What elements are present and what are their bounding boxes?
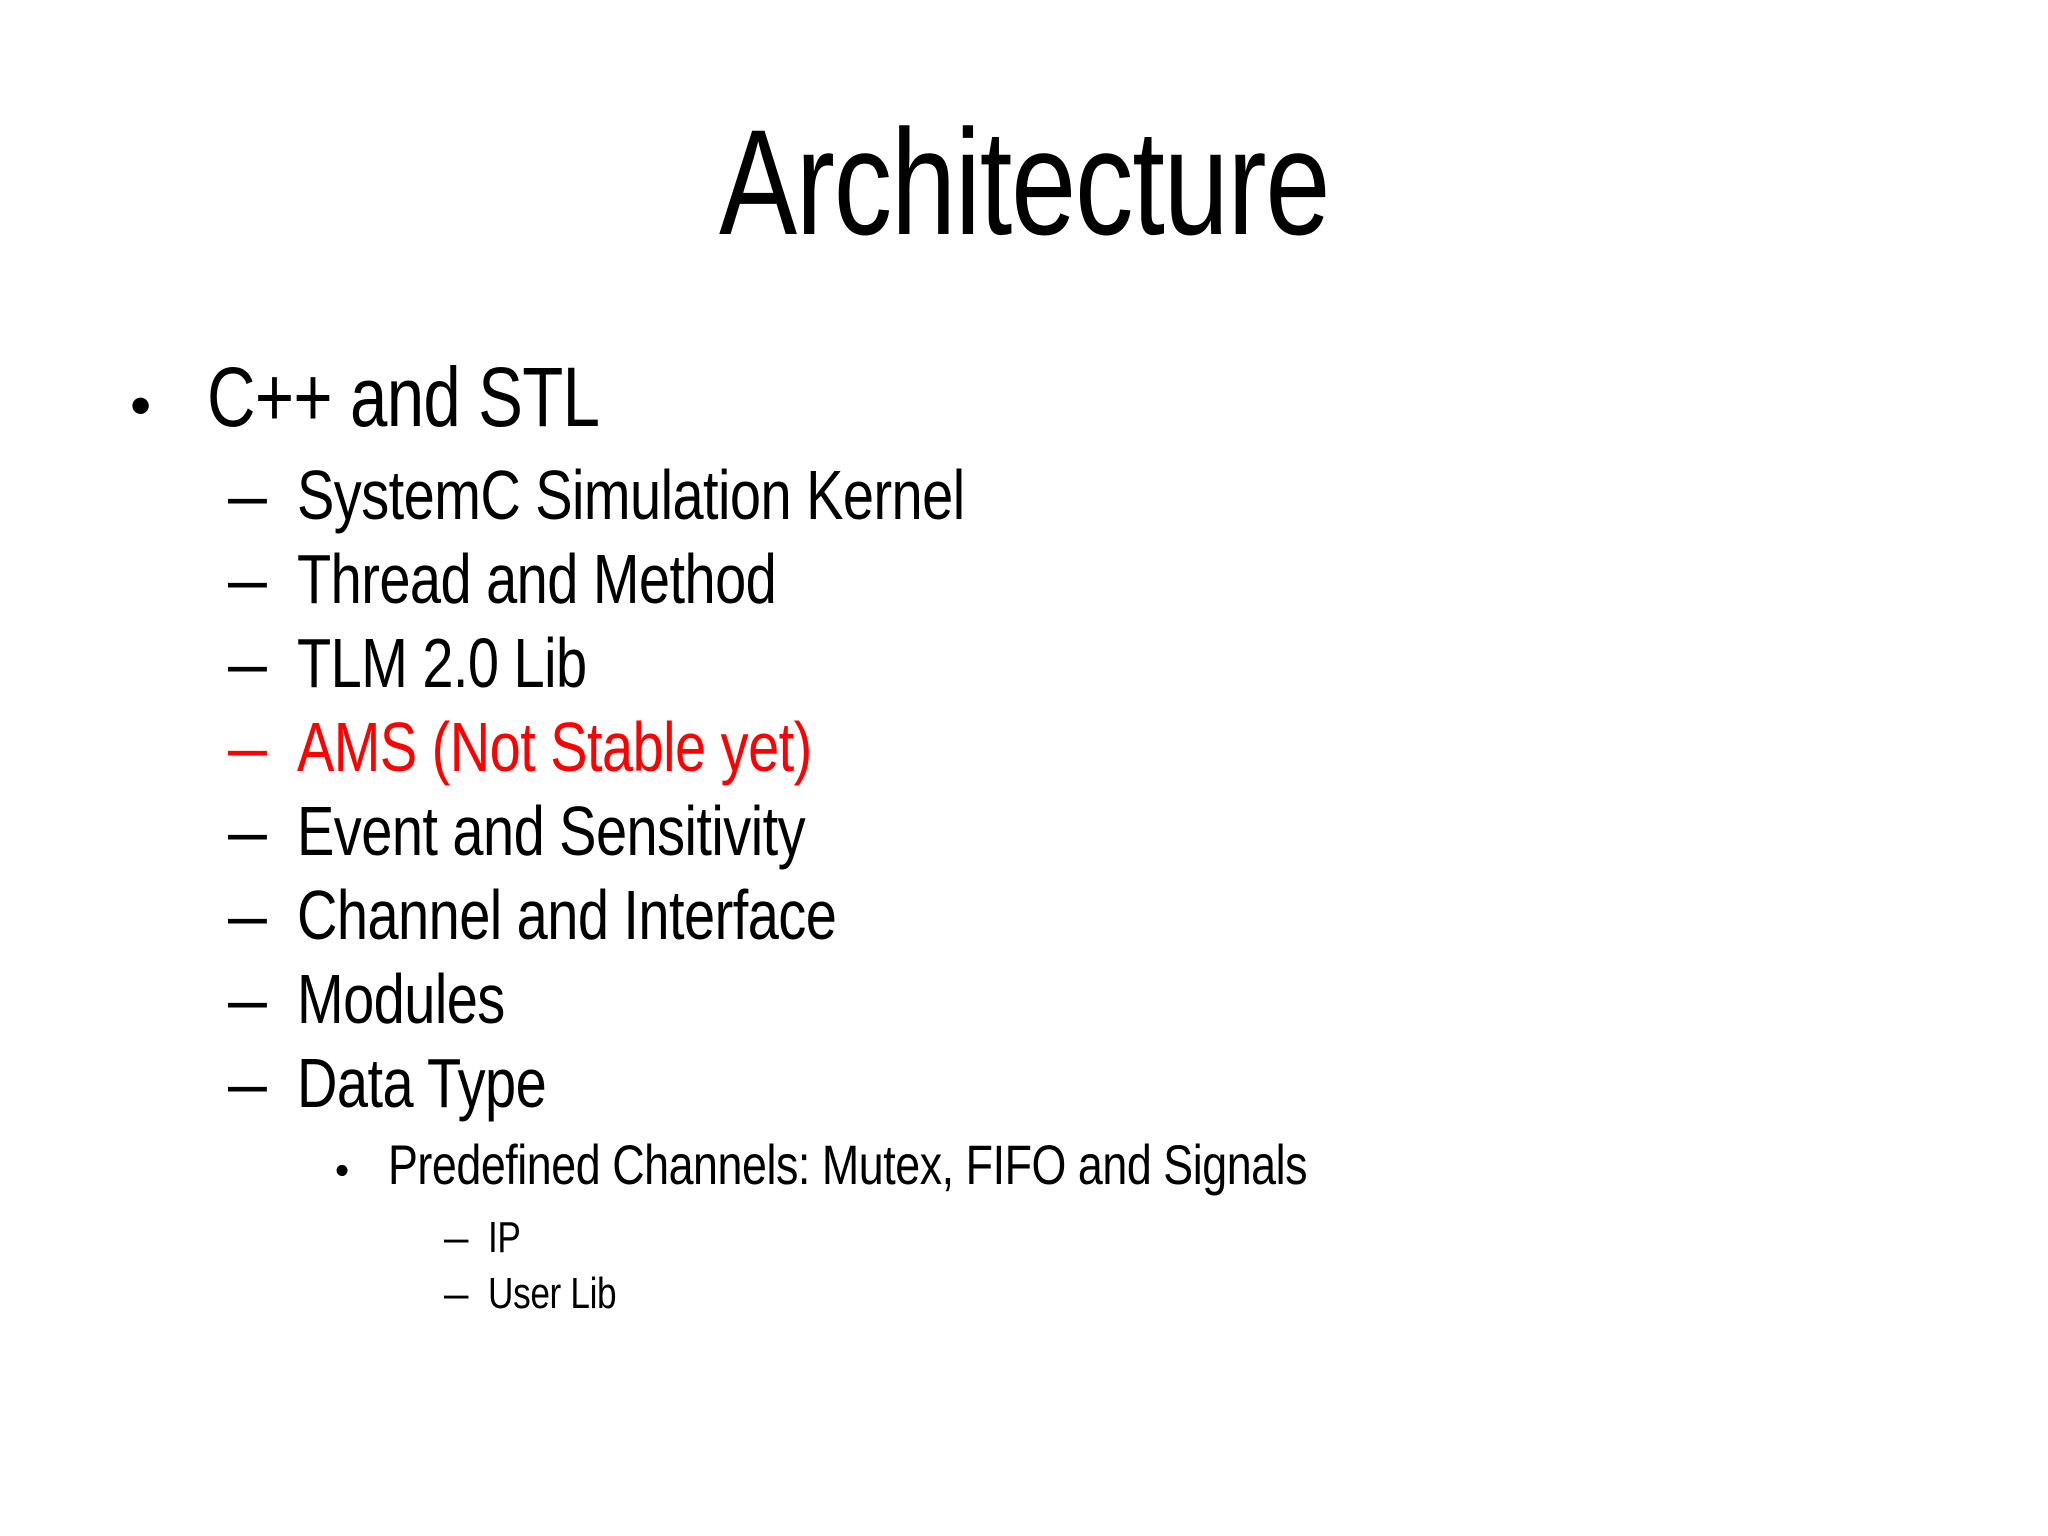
outline-item: – Data Type <box>0 1041 2048 1125</box>
outline-item: – SystemC Simulation Kernel <box>0 453 2048 537</box>
dash-icon: – <box>228 540 267 618</box>
outline-item: – User Lib <box>0 1266 2048 1322</box>
outline-item-text: SystemC Simulation Kernel <box>297 456 965 534</box>
outline-item: – TLM 2.0 Lib <box>0 621 2048 705</box>
outline-item: • C++ and STL <box>0 350 2048 453</box>
outline-item-text: Modules <box>297 960 505 1038</box>
slide-title-text: Architecture <box>718 98 1330 266</box>
dash-icon: – <box>228 876 267 954</box>
outline-item-text: C++ and STL <box>207 350 600 444</box>
dash-icon: – <box>444 1213 469 1262</box>
outline-item-text: AMS (Not Stable yet) <box>297 708 812 786</box>
outline-item-text: TLM 2.0 Lib <box>297 624 587 702</box>
dash-icon: – <box>228 708 267 786</box>
outline-item: – AMS (Not Stable yet) <box>0 705 2048 789</box>
outline-item: – Thread and Method <box>0 537 2048 621</box>
dash-icon: – <box>228 624 267 702</box>
dash-icon: – <box>228 1044 267 1122</box>
outline-item: • Predefined Channels: Mutex, FIFO and S… <box>0 1125 2048 1210</box>
outline-list: • C++ and STL – SystemC Simulation Kerne… <box>0 350 2048 1322</box>
outline-item-text: Predefined Channels: Mutex, FIFO and Sig… <box>388 1133 1308 1196</box>
dash-icon: – <box>228 456 267 534</box>
slide-title: Architecture <box>0 96 2048 269</box>
outline-item: – Modules <box>0 957 2048 1041</box>
outline-item: – IP <box>0 1210 2048 1266</box>
bullet-icon: • <box>335 1147 350 1193</box>
dash-icon: – <box>228 792 267 870</box>
outline-item-text: Data Type <box>297 1044 547 1122</box>
outline-item-text: Event and Sensitivity <box>297 792 806 870</box>
outline-item-text: IP <box>488 1213 521 1262</box>
dash-icon: – <box>444 1269 469 1318</box>
outline-item: – Event and Sensitivity <box>0 789 2048 873</box>
outline-item-text: User Lib <box>488 1269 617 1318</box>
outline-item: – Channel and Interface <box>0 873 2048 957</box>
outline-item-text: Thread and Method <box>297 540 777 618</box>
outline-item-text: Channel and Interface <box>297 876 837 954</box>
dash-icon: – <box>228 960 267 1038</box>
bullet-icon: • <box>130 371 152 439</box>
